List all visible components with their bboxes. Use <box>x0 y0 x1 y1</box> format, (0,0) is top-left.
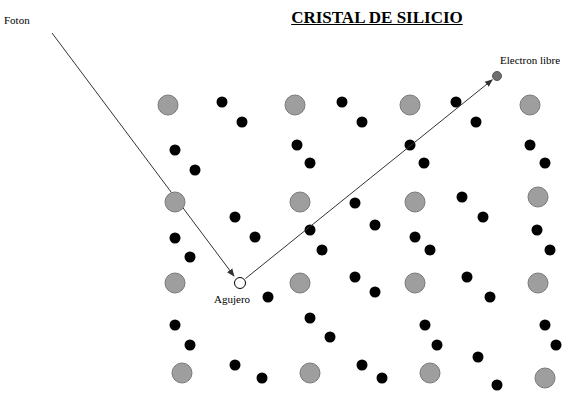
valence-electron <box>305 313 316 324</box>
valence-electron <box>263 292 274 303</box>
silicon-atom <box>535 368 555 388</box>
valence-electron <box>377 373 388 384</box>
valence-electron <box>230 212 241 223</box>
silicon-atom <box>165 273 185 293</box>
free-electron-label: Electron libre <box>500 54 560 67</box>
valence-electron <box>432 340 443 351</box>
valence-electron <box>532 225 543 236</box>
hole-circle <box>235 278 246 289</box>
node-outline <box>492 71 502 81</box>
silicon-atom <box>290 192 310 212</box>
valence-electron <box>410 232 421 243</box>
valence-electron <box>350 198 361 209</box>
silicon-atom <box>520 95 540 115</box>
valence-electron <box>250 232 261 243</box>
silicon-atom <box>165 192 185 212</box>
valence-electron <box>540 158 551 169</box>
valence-electron <box>170 145 181 156</box>
valence-electron <box>325 332 336 343</box>
valence-electron <box>357 117 368 128</box>
valence-electron <box>370 220 381 231</box>
valence-electron <box>217 97 228 108</box>
photon-label: Foton <box>4 14 30 27</box>
valence-electron <box>525 140 536 151</box>
valence-electron <box>540 320 551 331</box>
valence-electron <box>292 140 303 151</box>
title: CRISTAL DE SILICIO <box>262 8 492 28</box>
valence-electron <box>257 373 268 384</box>
silicon-atom <box>300 363 320 383</box>
valence-electron <box>170 320 181 331</box>
electron-path-arrow <box>245 80 492 279</box>
valence-electron <box>420 320 431 331</box>
valence-electron <box>473 352 484 363</box>
valence-electron <box>337 97 348 108</box>
valence-electron <box>237 117 248 128</box>
silicon-atom <box>172 363 192 383</box>
valence-electron <box>185 340 196 351</box>
free-electron-dot <box>493 72 502 81</box>
silicon-atom <box>420 363 440 383</box>
valence-electron <box>492 380 503 391</box>
valence-electron <box>230 360 241 371</box>
valence-electron <box>305 158 316 169</box>
valence-electron <box>425 245 436 256</box>
valence-electron <box>357 360 368 371</box>
silicon-atom <box>158 95 178 115</box>
valence-electron <box>457 192 468 203</box>
silicon-atom <box>528 187 548 207</box>
silicon-atom <box>528 273 548 293</box>
valence-electron <box>185 252 196 263</box>
valence-electron <box>545 245 556 256</box>
valence-electron <box>471 117 482 128</box>
silicon-atom <box>405 273 425 293</box>
valence-electron <box>462 272 473 283</box>
valence-electron <box>419 158 430 169</box>
valence-electron <box>485 292 496 303</box>
valence-electron <box>370 287 381 298</box>
hole-label: Agujero <box>214 293 250 306</box>
valence-electron <box>478 212 489 223</box>
silicon-atom <box>285 95 305 115</box>
valence-electron <box>170 233 181 244</box>
free-electron-dot: Electron libre <box>492 71 502 81</box>
valence-electron <box>317 245 328 256</box>
valence-electron <box>350 272 361 283</box>
hole-circle: Agujero <box>234 277 246 289</box>
silicon-atom <box>400 95 420 115</box>
valence-electron <box>190 165 201 176</box>
silicon-atom <box>405 192 425 212</box>
photon-arrow <box>52 33 234 276</box>
node-outline <box>234 277 246 289</box>
silicon-atom <box>290 273 310 293</box>
valence-electron <box>551 340 562 351</box>
